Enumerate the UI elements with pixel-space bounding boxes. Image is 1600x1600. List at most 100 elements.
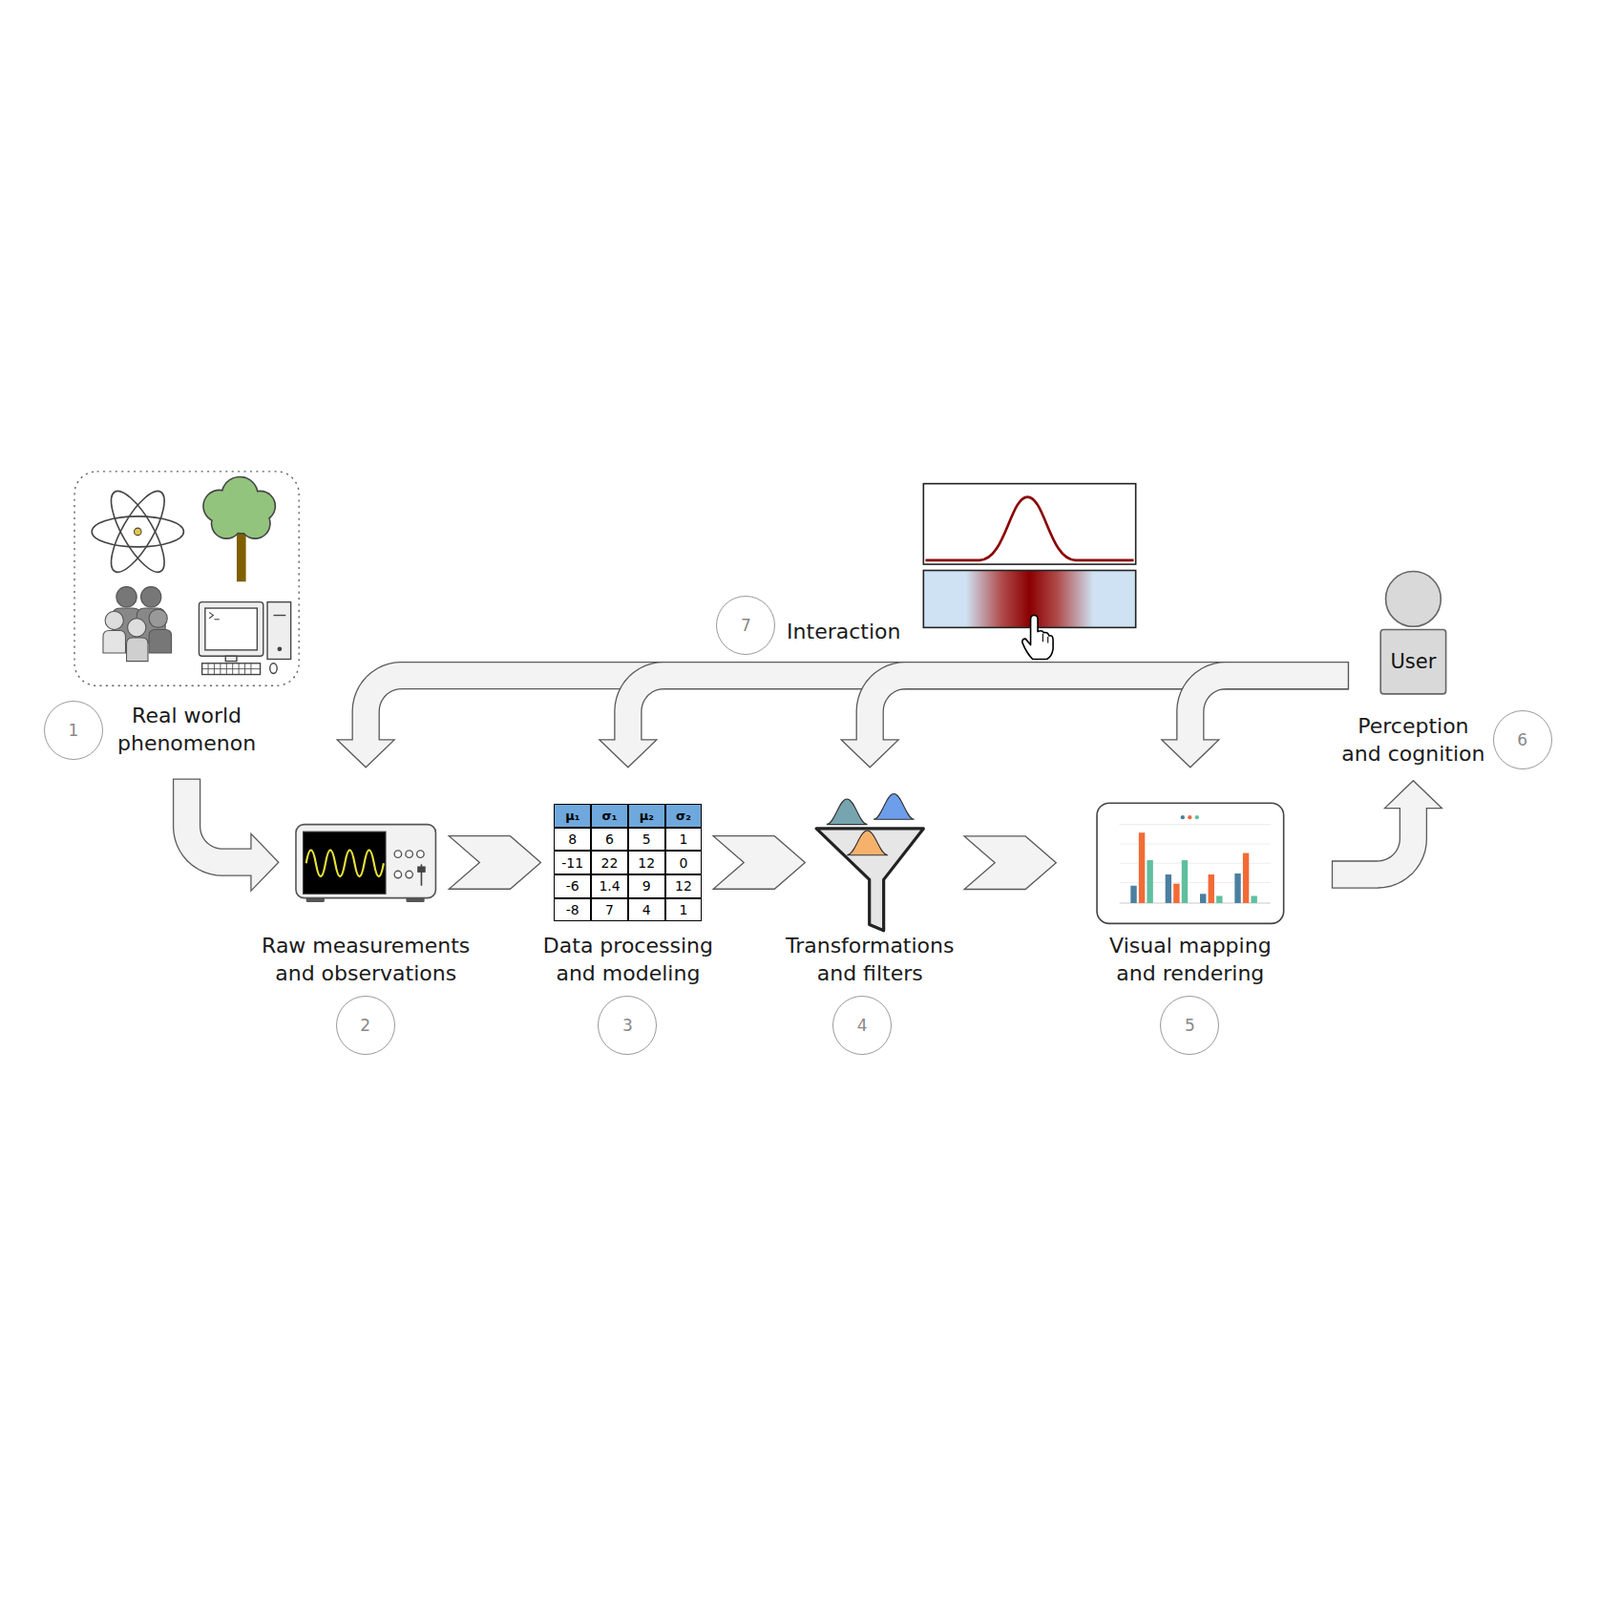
process-stage: Real world phenomenon <box>74 471 299 779</box>
table-header: μ₁ <box>553 803 591 828</box>
computer-icon <box>202 663 261 675</box>
people-icon <box>105 610 124 630</box>
people-icon <box>148 609 168 628</box>
bar-chart-icon <box>1200 893 1206 904</box>
user-node: UserPerception and cognition <box>1342 568 1486 774</box>
oscilloscope-icon <box>302 831 386 894</box>
interaction-illustration <box>923 484 1136 565</box>
oscilloscope-icon <box>394 850 424 879</box>
arrow-head <box>841 739 899 768</box>
dotted-group-box <box>74 471 299 686</box>
computer-icon <box>202 663 261 675</box>
process-stage: Raw measurements and observations <box>295 822 436 903</box>
bar-chart-icon <box>1180 815 1185 820</box>
people-icon <box>126 637 148 662</box>
user-figure <box>1380 571 1446 695</box>
bar-chart-icon <box>1216 895 1222 903</box>
bar-chart-icon <box>1130 885 1137 904</box>
arrow-body <box>628 675 1348 742</box>
oscilloscope-icon <box>417 850 424 858</box>
node-caption: Real world phenomenon <box>91 701 283 758</box>
computer-icon <box>267 602 292 660</box>
bar-chart-icon <box>1096 802 1285 924</box>
atom-icon <box>101 484 174 579</box>
interaction-illustration <box>923 484 1136 660</box>
oscilloscope-icon <box>405 870 413 878</box>
chevron-arrow <box>964 836 1056 890</box>
tree-icon <box>220 491 262 533</box>
tree-icon <box>202 476 276 583</box>
callout-number: 1 <box>43 700 104 760</box>
oscilloscope-icon <box>306 849 384 877</box>
arrow-head <box>336 739 395 768</box>
table-cell: 9 <box>628 874 666 899</box>
user-figure <box>1386 571 1442 628</box>
atom-icon <box>91 484 184 579</box>
arrow-head <box>251 833 279 891</box>
atom-icon <box>134 527 142 535</box>
flow-arrow <box>1331 780 1442 875</box>
table-header: σ₂ <box>665 803 703 828</box>
funnel-icon <box>846 830 888 856</box>
node-caption: Transformations and filters <box>767 931 973 988</box>
computer-icon <box>270 663 277 674</box>
tree-icon <box>202 476 276 540</box>
node-label: User <box>1380 629 1446 694</box>
callout-number: 3 <box>597 995 657 1055</box>
interaction-arrow <box>599 675 1349 768</box>
arrow-body <box>1190 675 1348 742</box>
node-caption: Data processing and modeling <box>529 931 726 988</box>
interaction-arrow <box>1161 675 1349 768</box>
bar-chart-icon <box>1234 873 1241 904</box>
arrow-body <box>1332 806 1413 875</box>
oscilloscope-icon <box>295 824 436 899</box>
arrow-head <box>1384 780 1442 809</box>
chevron-arrow <box>448 836 541 890</box>
node-caption: Perception and cognition <box>1337 712 1489 768</box>
bar-chart-icon <box>1208 874 1215 904</box>
computer-icon <box>225 655 237 661</box>
interaction-illustration <box>925 497 1134 561</box>
node-caption: Visual mapping and rendering <box>1094 931 1286 988</box>
interaction-arrow <box>336 675 1349 768</box>
interaction-arrow <box>841 675 1349 768</box>
people-icon <box>141 587 162 608</box>
arrow-body <box>187 779 253 863</box>
callout-number: 5 <box>1159 995 1220 1055</box>
callout-number: 6 <box>1493 710 1553 770</box>
arrow-body <box>869 675 1348 742</box>
table-cell: 12 <box>665 874 703 899</box>
oscilloscope-icon <box>394 850 401 858</box>
computer-icon <box>273 614 286 616</box>
process-stage: Visual mapping and rendering <box>1096 802 1285 924</box>
oscilloscope-icon <box>394 870 401 878</box>
people-icon <box>148 629 172 653</box>
computer-icon <box>198 602 291 675</box>
funnel-icon <box>816 828 924 931</box>
callout-number: 7 <box>715 595 776 655</box>
interaction-illustration <box>1042 633 1048 644</box>
arrow-head <box>1161 739 1220 768</box>
chevron-shape <box>713 836 805 890</box>
people-icon <box>103 587 172 662</box>
tree-icon <box>204 477 275 538</box>
oscilloscope-icon <box>295 824 436 903</box>
table-cell: 12 <box>628 850 666 875</box>
chevron-shape <box>448 836 541 890</box>
process-stage: Transformations and filters <box>816 794 924 931</box>
table-cell: 8 <box>553 827 591 852</box>
table-cell: -11 <box>553 850 591 875</box>
table-cell: 0 <box>665 850 703 875</box>
interaction-illustration <box>1022 615 1053 660</box>
atom-icon <box>101 484 174 579</box>
interaction-label: Interaction <box>786 619 901 644</box>
bar-chart-icon <box>1250 895 1257 903</box>
node-caption: Raw measurements and observations <box>251 931 481 988</box>
flow-arrow <box>187 778 279 892</box>
callout-number: 4 <box>832 995 892 1055</box>
people-icon <box>103 631 127 654</box>
funnel-icon <box>816 794 924 931</box>
